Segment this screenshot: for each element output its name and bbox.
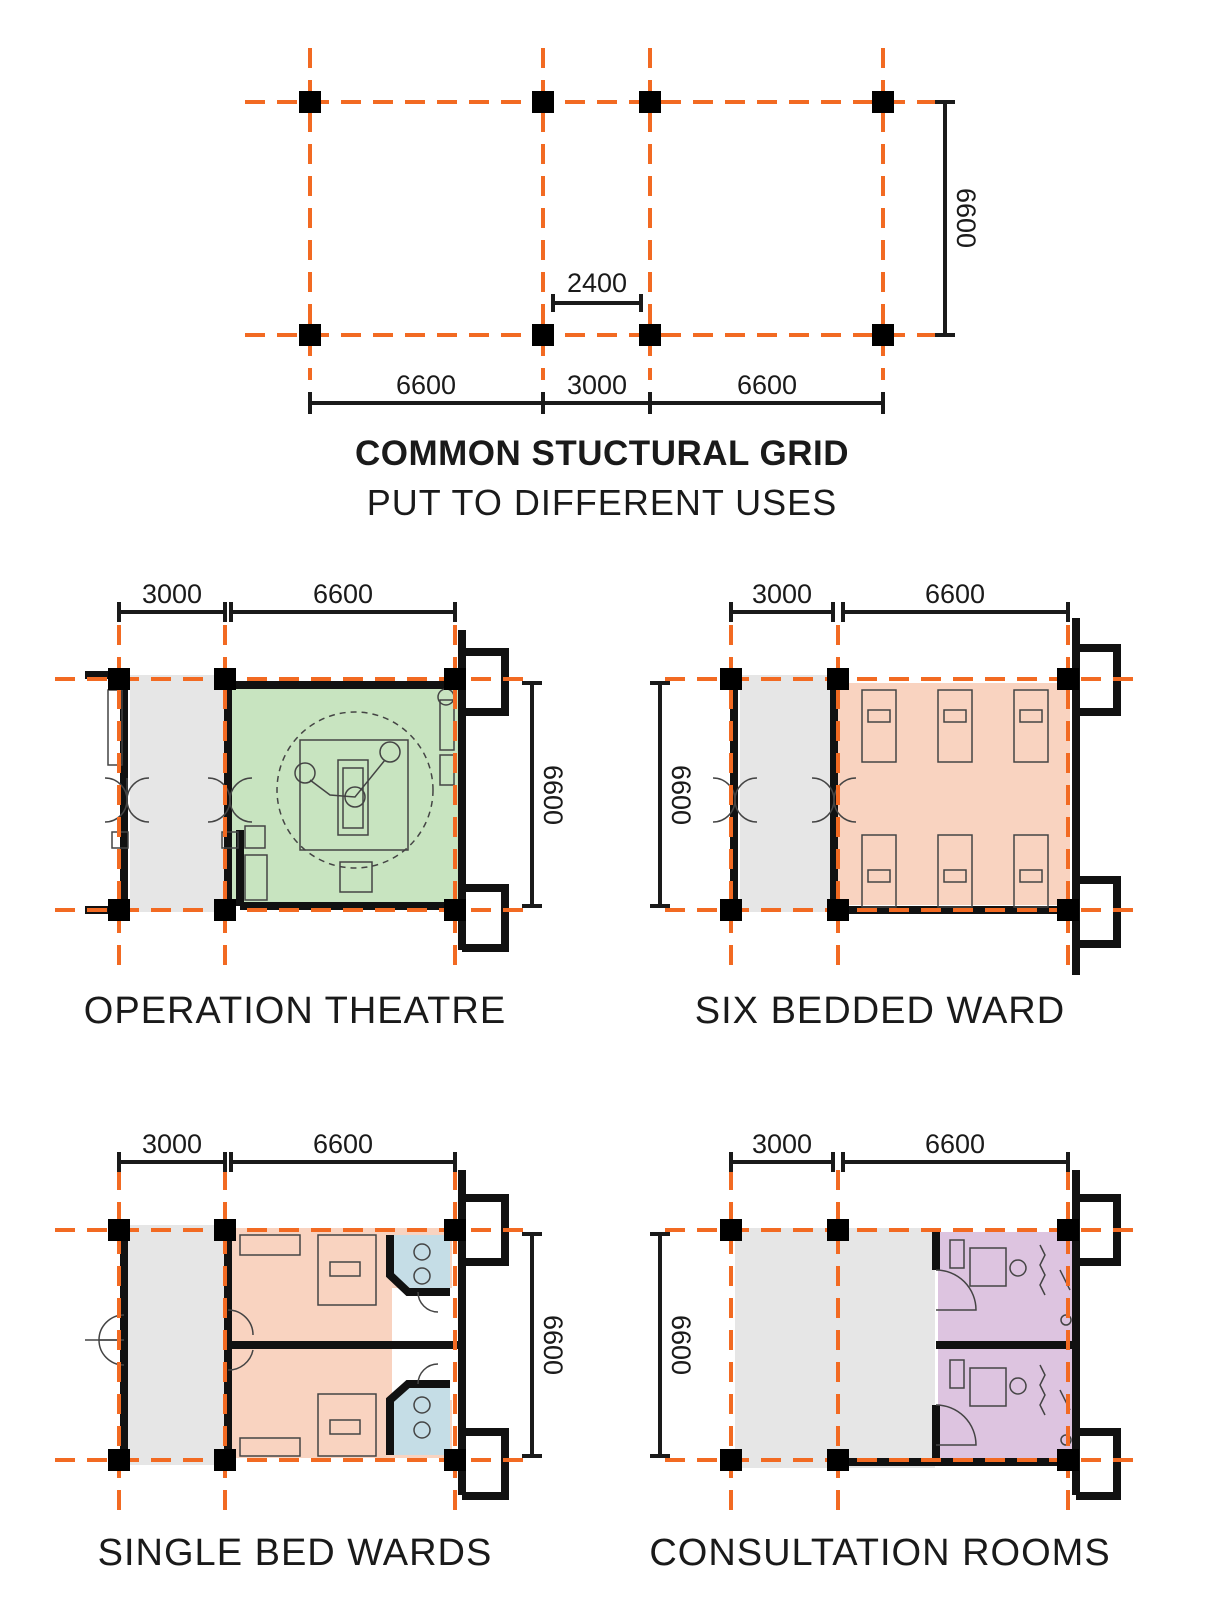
common-grid: 2400 6600 3000 6600 6600	[245, 48, 981, 414]
caption-six-bedded-ward: SIX BEDDED WARD	[695, 990, 1065, 1032]
plan-single-bed-wards: 3000 6600 6600 SINGLE BED WARDS	[55, 1129, 568, 1574]
dim-depth-label: 6600	[951, 188, 981, 248]
consult-dim-a: 3000	[752, 1129, 812, 1159]
consult-dim-b: 6600	[925, 1129, 985, 1159]
plan-six-bedded-ward: 3000 6600 6600 SIX BEDDED WARD	[650, 579, 1140, 1032]
single-ward-furniture	[239, 1234, 431, 1457]
dim-chain: 6600 3000 6600	[308, 370, 885, 414]
caption-operation-theatre: OPERATION THEATRE	[84, 990, 506, 1032]
ot-dim-a: 3000	[142, 579, 202, 609]
consult-dim-depth: 6600	[666, 1315, 696, 1375]
dim-bay-mid: 3000	[567, 370, 627, 400]
ward-dim-b: 6600	[925, 579, 985, 609]
plan-operation-theatre: 3000 6600 6600 OPERATION THEATRE	[55, 579, 568, 1032]
sbw-dim-b: 6600	[313, 1129, 373, 1159]
title-sub: PUT TO DIFFERENT USES	[367, 482, 837, 523]
consult-furniture	[949, 1239, 1072, 1446]
caption-single-bed-wards: SINGLE BED WARDS	[98, 1532, 493, 1574]
ward-dim-depth: 6600	[666, 765, 696, 825]
ward-beds	[861, 689, 1049, 908]
title-main: COMMON STUCTURAL GRID	[355, 434, 849, 473]
sbw-dim-depth: 6600	[538, 1315, 568, 1375]
dim-bay-right: 6600	[737, 370, 797, 400]
ward-dim-a: 3000	[752, 579, 812, 609]
ot-dim-b: 6600	[313, 579, 373, 609]
ot-dim-depth: 6600	[538, 765, 568, 825]
column-markers	[299, 91, 894, 346]
caption-consultation-rooms: CONSULTATION ROOMS	[649, 1532, 1110, 1574]
sbw-dim-a: 3000	[142, 1129, 202, 1159]
dim-inner-label: 2400	[567, 268, 627, 298]
dim-bay-left: 6600	[396, 370, 456, 400]
dim-inner: 2400	[551, 268, 643, 312]
plan-consultation-rooms: 3000 6600 6600 CONSULTATION ROOMS	[649, 1129, 1140, 1574]
dim-depth: 6600	[935, 100, 981, 337]
